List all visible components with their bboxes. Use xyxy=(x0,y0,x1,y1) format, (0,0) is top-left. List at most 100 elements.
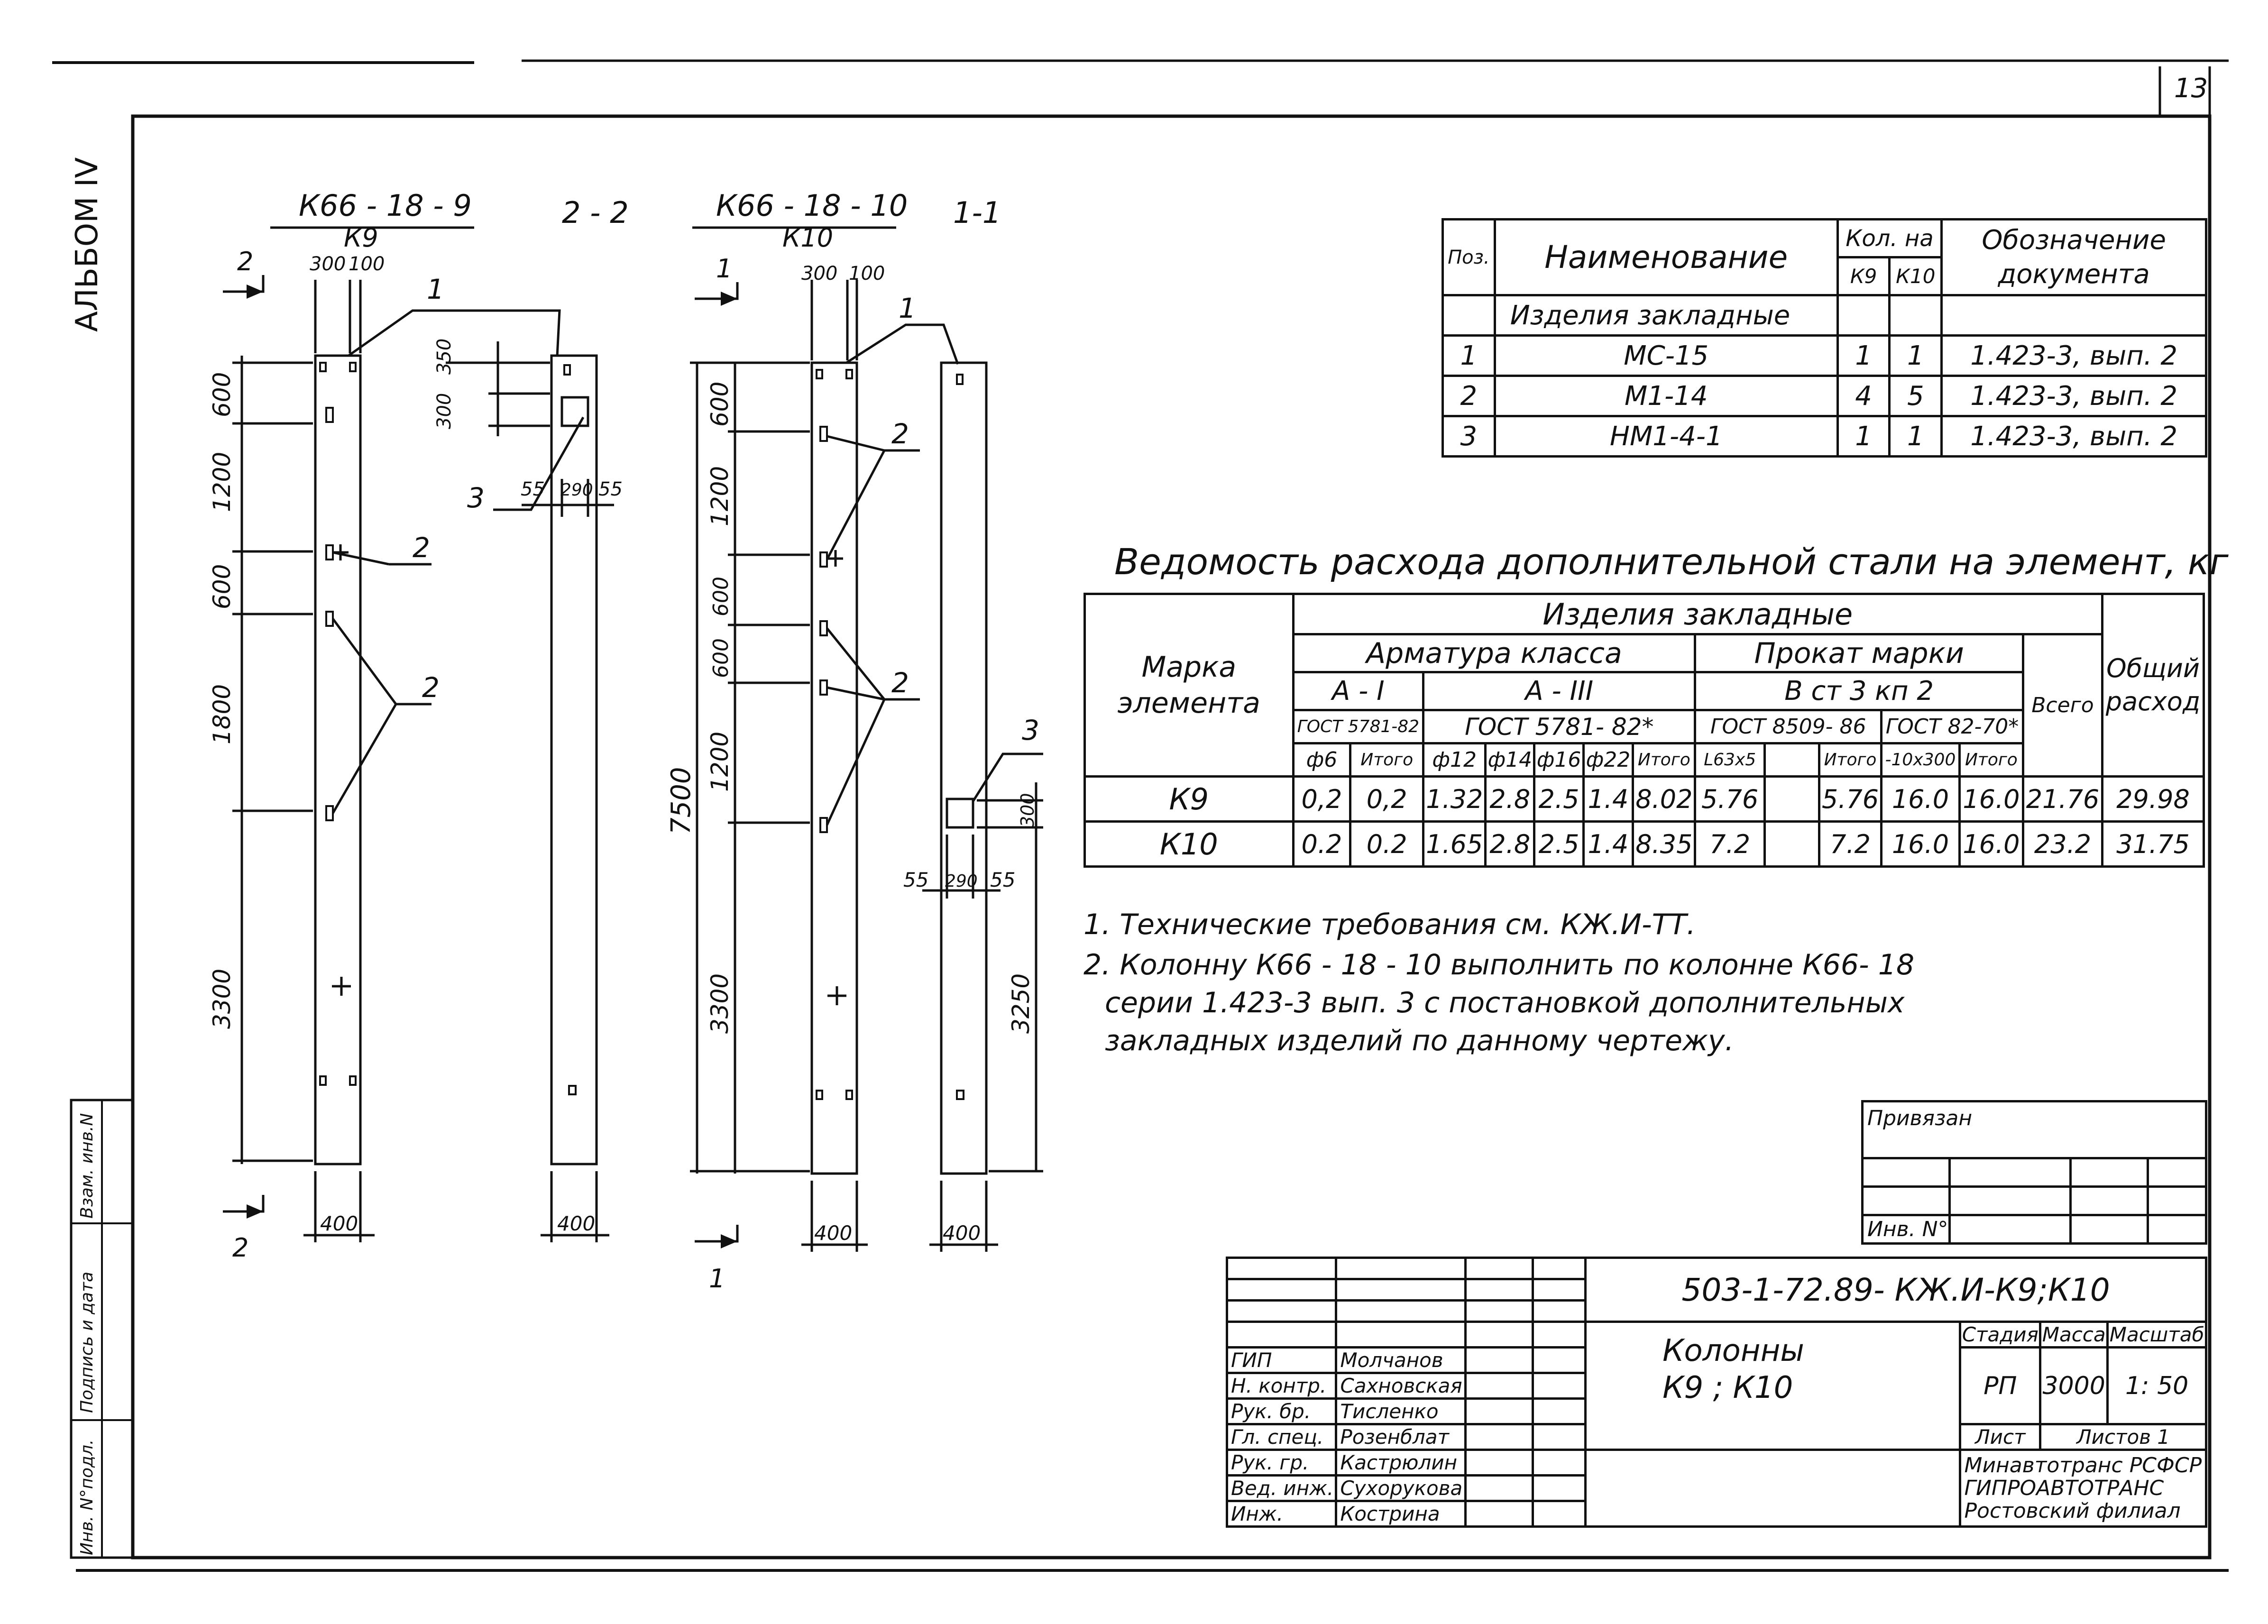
masshtab-value: 1: 50 xyxy=(2106,1346,2207,1425)
k9-dim-600b: 600 xyxy=(208,564,236,609)
cell: 7.2 xyxy=(1694,820,1766,868)
section-22-title: 2 - 2 xyxy=(562,195,629,230)
sec22-w-290: 290 xyxy=(560,480,593,500)
steel-header-vst: В ст 3 кп 2 xyxy=(1694,671,2024,711)
col-itogo-a1: Итого xyxy=(1349,742,1425,778)
privyazan-block: Привязан Инв. N° xyxy=(1861,1100,2208,1245)
spec-k10: 5 xyxy=(1888,375,1943,417)
sec11-dim-290: 290 xyxy=(945,872,978,891)
k9-callout-2a: 2 xyxy=(413,532,430,564)
spec-section: Изделия закладные xyxy=(1493,294,1839,337)
k10-callout-2b: 2 xyxy=(891,667,909,699)
cell: 16.0 xyxy=(1958,820,2024,868)
spec-name: М1-14 xyxy=(1493,375,1839,417)
spec-header-k10: К10 xyxy=(1888,256,1943,296)
k9-subtitle: К9 xyxy=(344,223,378,253)
k10-dim-1200a: 1200 xyxy=(706,466,734,526)
title-block: 503-1-72.89- КЖ.И-К9;К10 Колонны К9 ; К1… xyxy=(1225,1257,2207,1528)
spec-doc: 1.423-3, вып. 2 xyxy=(1940,375,2207,417)
k10-width-300: 300 xyxy=(801,263,837,284)
cell: 8.35 xyxy=(1632,820,1697,868)
spec-header-doc: Обозначение документа xyxy=(1940,218,2207,296)
sec11-dim-3250: 3250 xyxy=(1007,973,1035,1034)
steel-table: Марка элемента Изделия закладные Общий р… xyxy=(1083,593,2205,868)
cell: 2.5 xyxy=(1533,775,1585,823)
sec22-bottom-400: 400 xyxy=(557,1212,595,1235)
section-11-title: 1-1 xyxy=(953,195,1001,230)
signature xyxy=(1464,1397,1534,1425)
k9-width-300: 300 xyxy=(310,253,346,275)
steel-header-obshiy: Общий расход xyxy=(2101,593,2205,778)
role: Гл. спец. xyxy=(1225,1423,1338,1451)
drawing-code: 503-1-72.89- КЖ.И-К9;К10 xyxy=(1584,1257,2207,1323)
masshtab-label: Масштаб xyxy=(2106,1321,2207,1349)
k9-width-bottom: 400 xyxy=(320,1212,358,1235)
person-name: Молчанов xyxy=(1335,1346,1467,1374)
steel-header-vsego: Всего xyxy=(2021,633,2104,778)
steel-header-gost-8509: ГОСТ 8509- 86 xyxy=(1694,709,1883,744)
cell: 8.02 xyxy=(1632,775,1697,823)
steel-table-title: Ведомость расхода дополнительной стали н… xyxy=(1114,541,2229,583)
privyazan-inv: Инв. N° xyxy=(1861,1214,1951,1245)
sec11-dim-55b: 55 xyxy=(990,868,1015,891)
col-f22: ф22 xyxy=(1582,742,1634,778)
drawing-name-line1: Колонны xyxy=(1662,1333,1804,1368)
k10-callout-2a: 2 xyxy=(891,418,909,450)
signature xyxy=(1464,1474,1534,1502)
cell: 2.5 xyxy=(1533,820,1585,868)
cell: 29.98 xyxy=(2101,775,2205,823)
steel-header-gost-a1: ГОСТ 5781-82 xyxy=(1292,709,1425,744)
steel-row-mark: К10 xyxy=(1083,820,1295,868)
k9-width-100: 100 xyxy=(349,253,385,275)
k9-section-mark-top: 2 xyxy=(237,247,253,276)
sec22-dim-350: 350 xyxy=(433,339,455,375)
k10-dim-600c: 600 xyxy=(709,638,733,678)
signature xyxy=(1464,1372,1534,1400)
k9-title: К66 - 18 - 9 xyxy=(299,188,472,223)
organization: Минавтотранс РСФСР ГИПРОАВТОТРАНС Ростов… xyxy=(1959,1449,2207,1528)
sec11-dim-55a: 55 xyxy=(903,868,928,891)
k9-callout-1: 1 xyxy=(427,273,444,305)
cell: 1.4 xyxy=(1582,820,1634,868)
sec11-dim-300: 300 xyxy=(1017,793,1038,827)
album-label: АЛЬБОМ IV xyxy=(70,157,105,332)
note-2: 2. Колонну К66 - 18 - 10 выполнить по ко… xyxy=(1083,948,1915,982)
signature xyxy=(1464,1449,1534,1477)
k10-callout-1: 1 xyxy=(899,292,916,324)
cell: 0,2 xyxy=(1292,775,1352,823)
cell: 16.0 xyxy=(1880,775,1961,823)
signature xyxy=(1464,1346,1534,1374)
cell xyxy=(1763,775,1821,823)
role: Рук. гр. xyxy=(1225,1449,1338,1477)
spec-k9: 1 xyxy=(1836,334,1891,377)
sec22-w-55b: 55 xyxy=(598,478,623,500)
cell: 16.0 xyxy=(1958,775,2024,823)
note-2-cont-b: закладных изделий по данному чертежу. xyxy=(1105,1024,1734,1057)
k10-dim-1200b: 1200 xyxy=(706,732,734,792)
col-itogo-a3: Итого xyxy=(1632,742,1697,778)
col-empty xyxy=(1763,742,1821,778)
col-f16: ф16 xyxy=(1533,742,1585,778)
k10-dim-600a: 600 xyxy=(706,382,734,427)
steel-header-gost-82: ГОСТ 82-70* xyxy=(1880,709,2024,744)
spec-pos: 3 xyxy=(1442,415,1496,458)
sec22-callout-3: 3 xyxy=(467,482,485,514)
drawing-name: Колонны К9 ; К10 xyxy=(1584,1321,1962,1451)
spec-pos: 1 xyxy=(1442,334,1496,377)
privyazan-label: Привязан xyxy=(1861,1100,2207,1159)
spec-k10: 1 xyxy=(1888,334,1943,377)
list-label: Лист xyxy=(1959,1423,2042,1451)
person-name: Сухорукова xyxy=(1335,1474,1467,1502)
signature xyxy=(1464,1500,1534,1528)
role: Инж. xyxy=(1225,1500,1338,1528)
spec-k9: 1 xyxy=(1836,415,1891,458)
stadiya-value: РП xyxy=(1959,1346,2042,1425)
k9-dim-1200: 1200 xyxy=(208,452,236,512)
cell: 5.76 xyxy=(1694,775,1766,823)
person-name: Кастрюлин xyxy=(1335,1449,1467,1477)
sec22-w-55a: 55 xyxy=(521,478,545,500)
cell: 2.8 xyxy=(1484,775,1536,823)
table-row: К9 0,2 0,2 1.32 2.8 2.5 1.4 8.02 5.76 5.… xyxy=(1083,775,2205,823)
spec-doc: 1.423-3, вып. 2 xyxy=(1940,415,2207,458)
col-itogo-8509: Итого xyxy=(1818,742,1883,778)
